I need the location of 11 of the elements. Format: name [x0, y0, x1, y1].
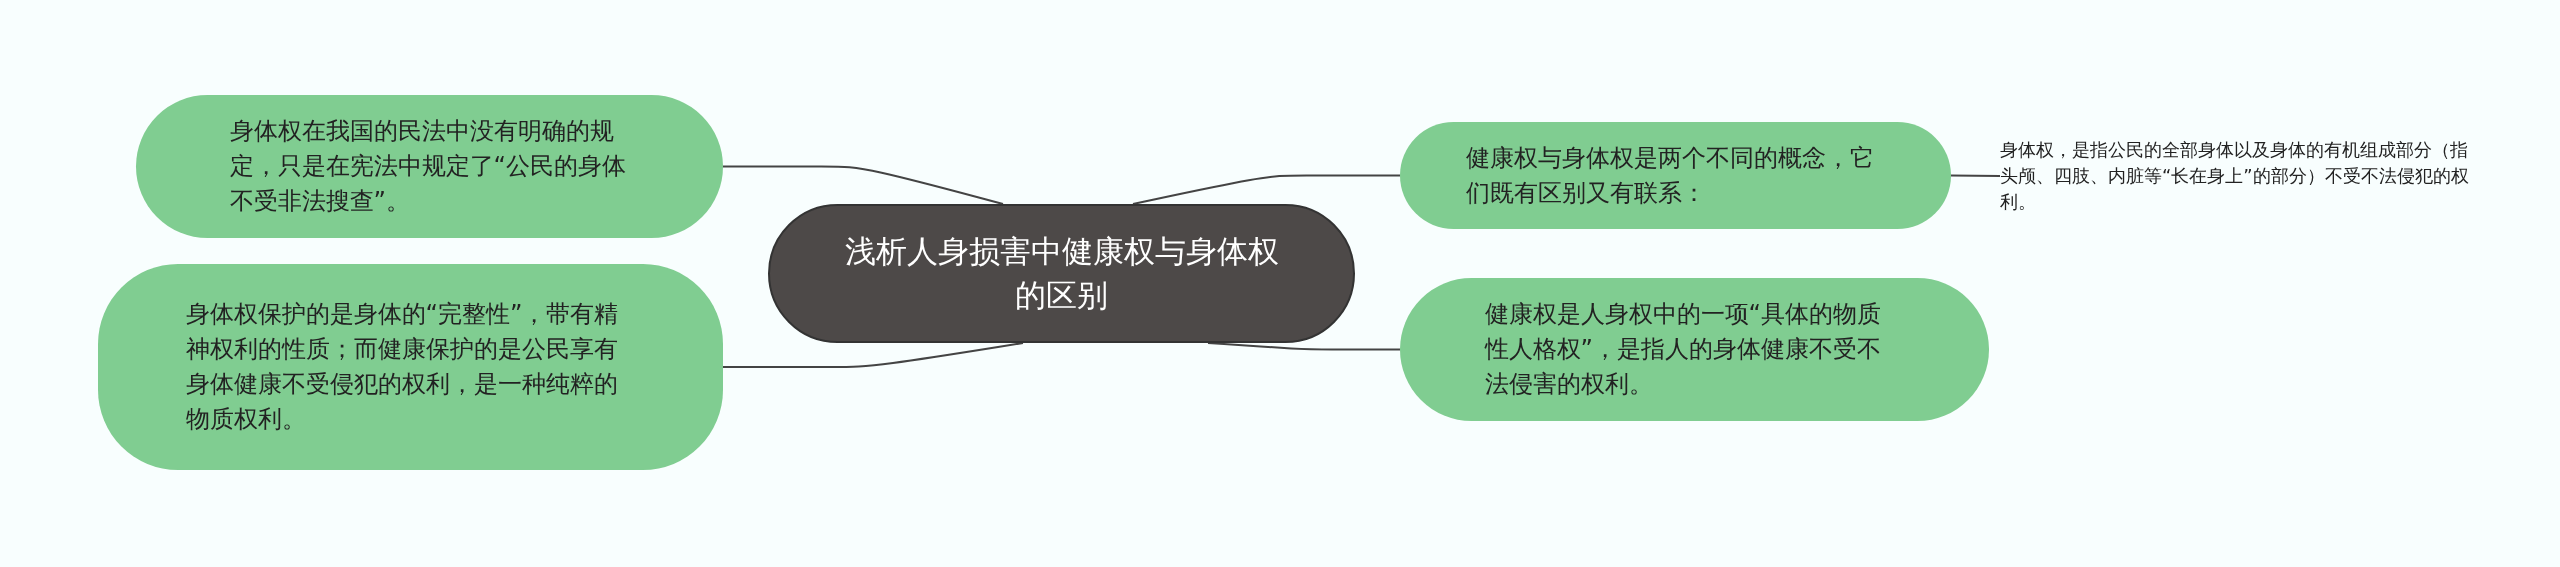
connector-line — [1207, 342, 1401, 351]
connector-line — [1950, 174, 2001, 177]
topic-text: 健康权是人身权中的一项“具体的物质性人格权”，是指人的身体健康不受不法侵害的权利。 — [1484, 299, 1882, 400]
topic-text: 身体权保护的是身体的“完整性”，带有精神权利的性质；而健康保护的是公民享有身体健康不受侵犯的权利，是一种纯粹的物质权利。 — [185, 299, 620, 435]
connector-line — [1132, 174, 1401, 205]
topic-text: 浅析人身损害中健康权与身体权的区别 — [843, 232, 1280, 315]
topic-text: 健康权与身体权是两个不同的概念，它们既有区别又有联系： — [1465, 142, 1875, 209]
connector-line — [722, 165, 1004, 205]
topic-text: 身体权在我国的民法中没有明确的规定，只是在宪法中规定了“公民的身体不受非法搜查”。 — [229, 116, 627, 217]
connector-line — [722, 342, 1024, 368]
note-text: 身体权，是指公民的全部身体以及身体的有机组成部分（指头颅、四肢、内脏等“长在身上”的部分）不受不法侵犯的权利。 — [2000, 137, 2470, 215]
